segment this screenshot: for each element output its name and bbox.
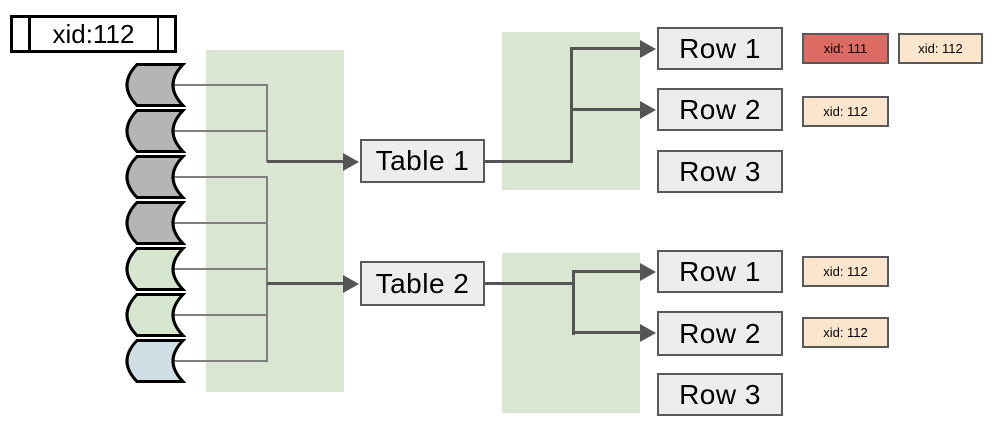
wal-entry-right-divider [156, 18, 159, 50]
table1-out-line [485, 160, 573, 163]
wal-page-icon-7 [125, 339, 186, 383]
xid-chip-t1r2-label: xid: 112 [823, 104, 868, 119]
table1-row1-label: Row 1 [679, 32, 761, 64]
connector-page1 [168, 84, 268, 86]
connector-page3 [168, 176, 268, 178]
wal-page-icon-2 [125, 109, 186, 153]
wal-page-icon-1 [125, 63, 186, 107]
table1-label: Table 1 [375, 145, 470, 176]
arrowhead-t2-row1 [640, 262, 656, 281]
arrowhead-t1-row2 [640, 100, 656, 119]
table2-out-line [485, 282, 575, 285]
wal-page-icon-3 [125, 155, 186, 199]
table2-row1-box: Row 1 [657, 250, 783, 293]
table2-row1-label: Row 1 [679, 255, 761, 287]
table2-row2-box: Row 2 [657, 311, 783, 356]
wal-entry-box: xid:112 [10, 15, 177, 53]
xid-chip-t2r1-label: xid: 112 [823, 264, 868, 279]
arrowhead-t1-row1 [640, 39, 656, 58]
table1-row1-box: Row 1 [657, 27, 783, 70]
arrow-line-to-table1 [267, 160, 345, 163]
table2-label: Table 2 [375, 267, 470, 299]
wal-entry-label: xid:112 [52, 18, 135, 49]
connector-page6 [168, 314, 268, 316]
table2-row2-label: Row 2 [679, 317, 761, 349]
wal-page-icon-6 [125, 293, 186, 337]
xid-chip-t1r1-new-label: xid: 112 [918, 41, 963, 56]
trunk-table1 [266, 84, 268, 162]
arrowhead-table2 [343, 274, 359, 293]
xid-chip-t1r2: xid: 112 [802, 96, 889, 127]
xid-chip-t1r1-old-label: xid: 111 [823, 41, 868, 56]
xid-chip-t1r1-new: xid: 112 [898, 33, 983, 64]
table1-row2-label: Row 2 [679, 93, 761, 125]
wal-entry-left-divider [28, 18, 31, 50]
wal-band [206, 50, 344, 392]
table1-rows-trunk [570, 47, 573, 163]
table1-row3-box: Row 3 [657, 150, 783, 193]
xid-chip-t2r1: xid: 112 [802, 256, 889, 287]
arrow-line-t1-row1 [570, 47, 642, 50]
arrowhead-table1 [343, 152, 359, 171]
connector-page2 [168, 130, 268, 132]
connector-page4 [168, 222, 268, 224]
table2-row3-label: Row 3 [679, 378, 761, 410]
arrowhead-t2-row2 [640, 323, 656, 342]
table1-row3-label: Row 3 [679, 155, 761, 187]
table1-row2-box: Row 2 [657, 88, 783, 131]
wal-page-icon-4 [125, 201, 186, 245]
wal-page-icon-5 [125, 247, 186, 291]
arrow-line-t2-row2 [572, 331, 642, 334]
xid-chip-t2r2: xid: 112 [802, 317, 889, 348]
table1-box: Table 1 [360, 139, 485, 183]
table2-box: Table 2 [360, 261, 485, 306]
connector-page5 [168, 268, 268, 270]
trunk-table2 [266, 176, 268, 362]
arrow-line-t1-row2 [570, 108, 642, 111]
xid-chip-t2r2-label: xid: 112 [823, 325, 868, 340]
table2-rows-trunk [572, 270, 575, 335]
arrow-line-t2-row1 [572, 270, 642, 273]
arrow-line-to-table2 [267, 282, 345, 285]
table2-row3-box: Row 3 [657, 373, 783, 416]
connector-page7 [168, 360, 268, 362]
xid-chip-t1r1-old: xid: 111 [802, 33, 889, 64]
